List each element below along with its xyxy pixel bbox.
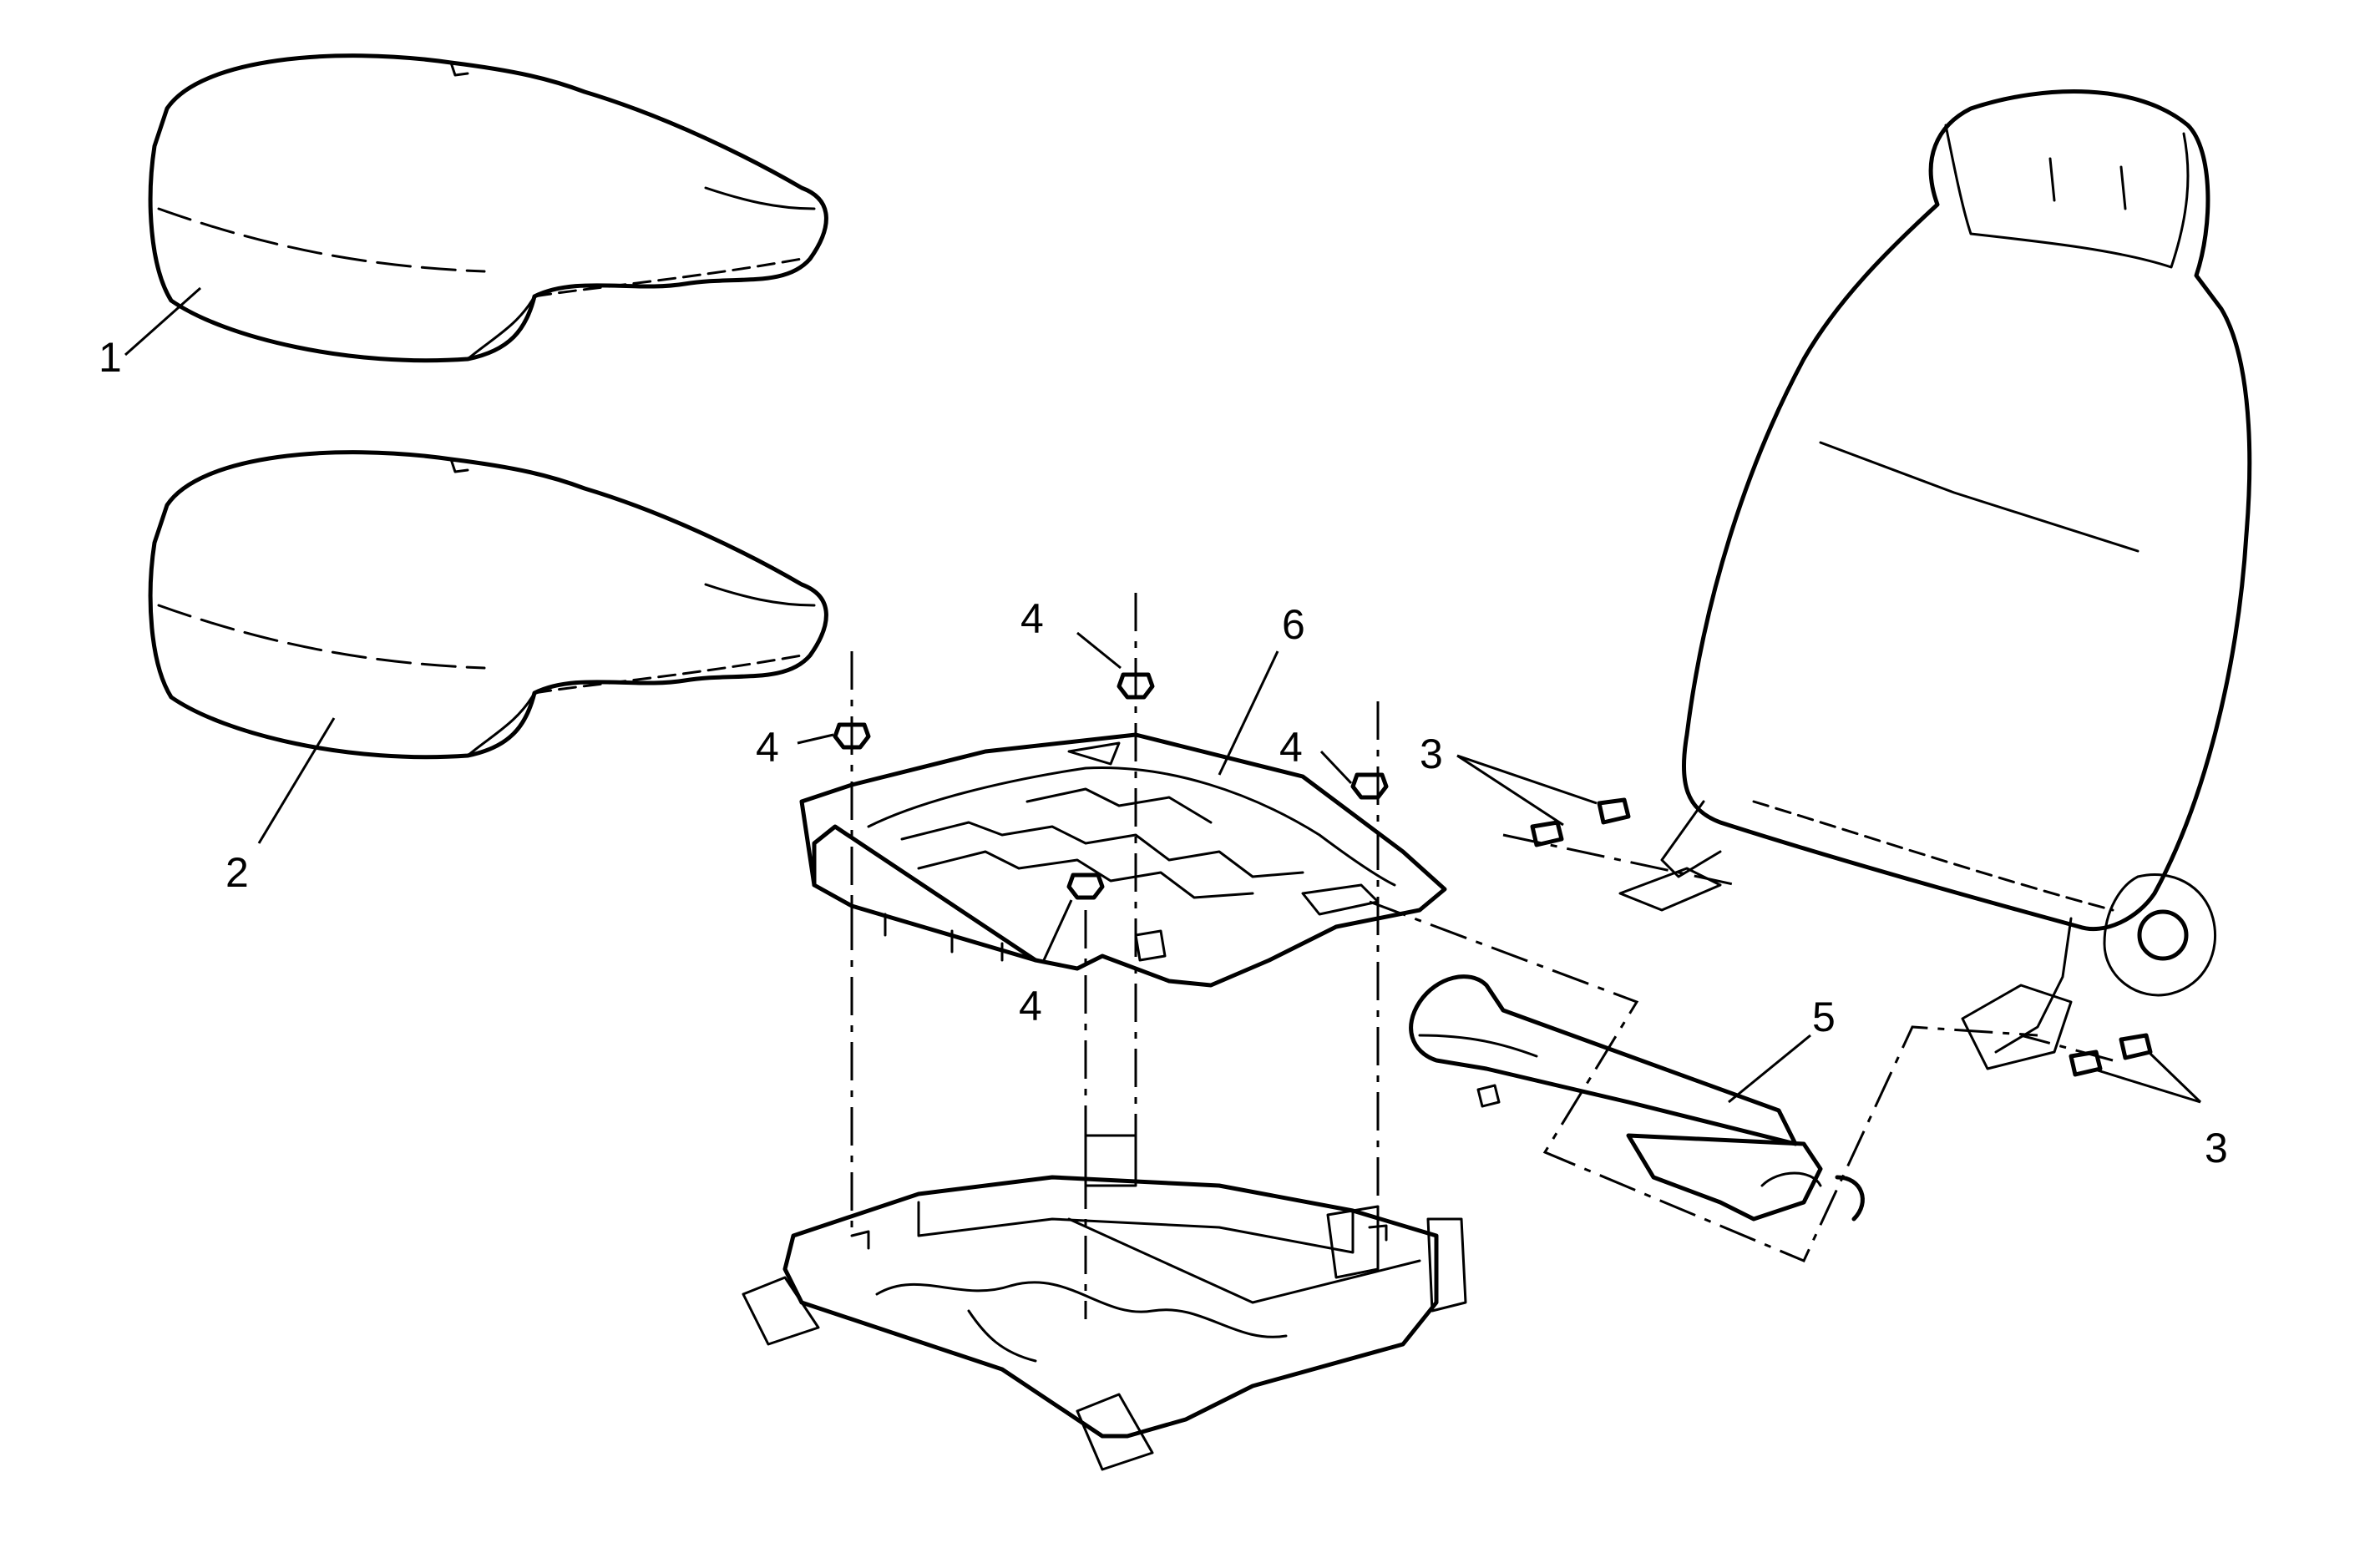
bolt-bottom-upper: [2119, 1033, 2153, 1060]
bolt-top-upper: [1597, 797, 1631, 825]
nut-parts: [833, 672, 1389, 900]
callout-4-top: 4: [1020, 595, 1044, 642]
nut-right: [1350, 772, 1389, 800]
bolt-top-lower: [1530, 820, 1564, 847]
seat-adjuster-part: [742, 1134, 1467, 1471]
recliner-handle-part: [1409, 974, 1865, 1222]
assembly-lines: [850, 593, 2114, 1319]
seat-cushion-cover-part: [148, 53, 828, 363]
callout-4-left: 4: [756, 724, 779, 771]
callout-1: 1: [99, 334, 122, 381]
leader-lines: [124, 286, 2202, 1104]
callout-3-bottom: 3: [2205, 1125, 2228, 1171]
callouts: 1 2 3 3 4 4 4 4 5 6: [99, 334, 2228, 1171]
nut-bottom: [1066, 873, 1105, 900]
callout-4-right: 4: [1279, 724, 1303, 771]
callout-4-bottom: 4: [1019, 983, 1042, 1029]
callout-5: 5: [1812, 994, 1836, 1040]
callout-6: 6: [1282, 601, 1305, 648]
bolt-parts: [1530, 797, 2153, 1077]
seat-cushion-frame-part: [799, 732, 1447, 988]
nut-top: [1117, 672, 1155, 700]
callout-3-top: 3: [1420, 731, 1443, 777]
nut-left: [833, 722, 871, 750]
callout-2: 2: [225, 849, 249, 896]
seat-cushion-pad-part: [148, 450, 828, 760]
seat-back-part: [1618, 89, 2252, 1070]
